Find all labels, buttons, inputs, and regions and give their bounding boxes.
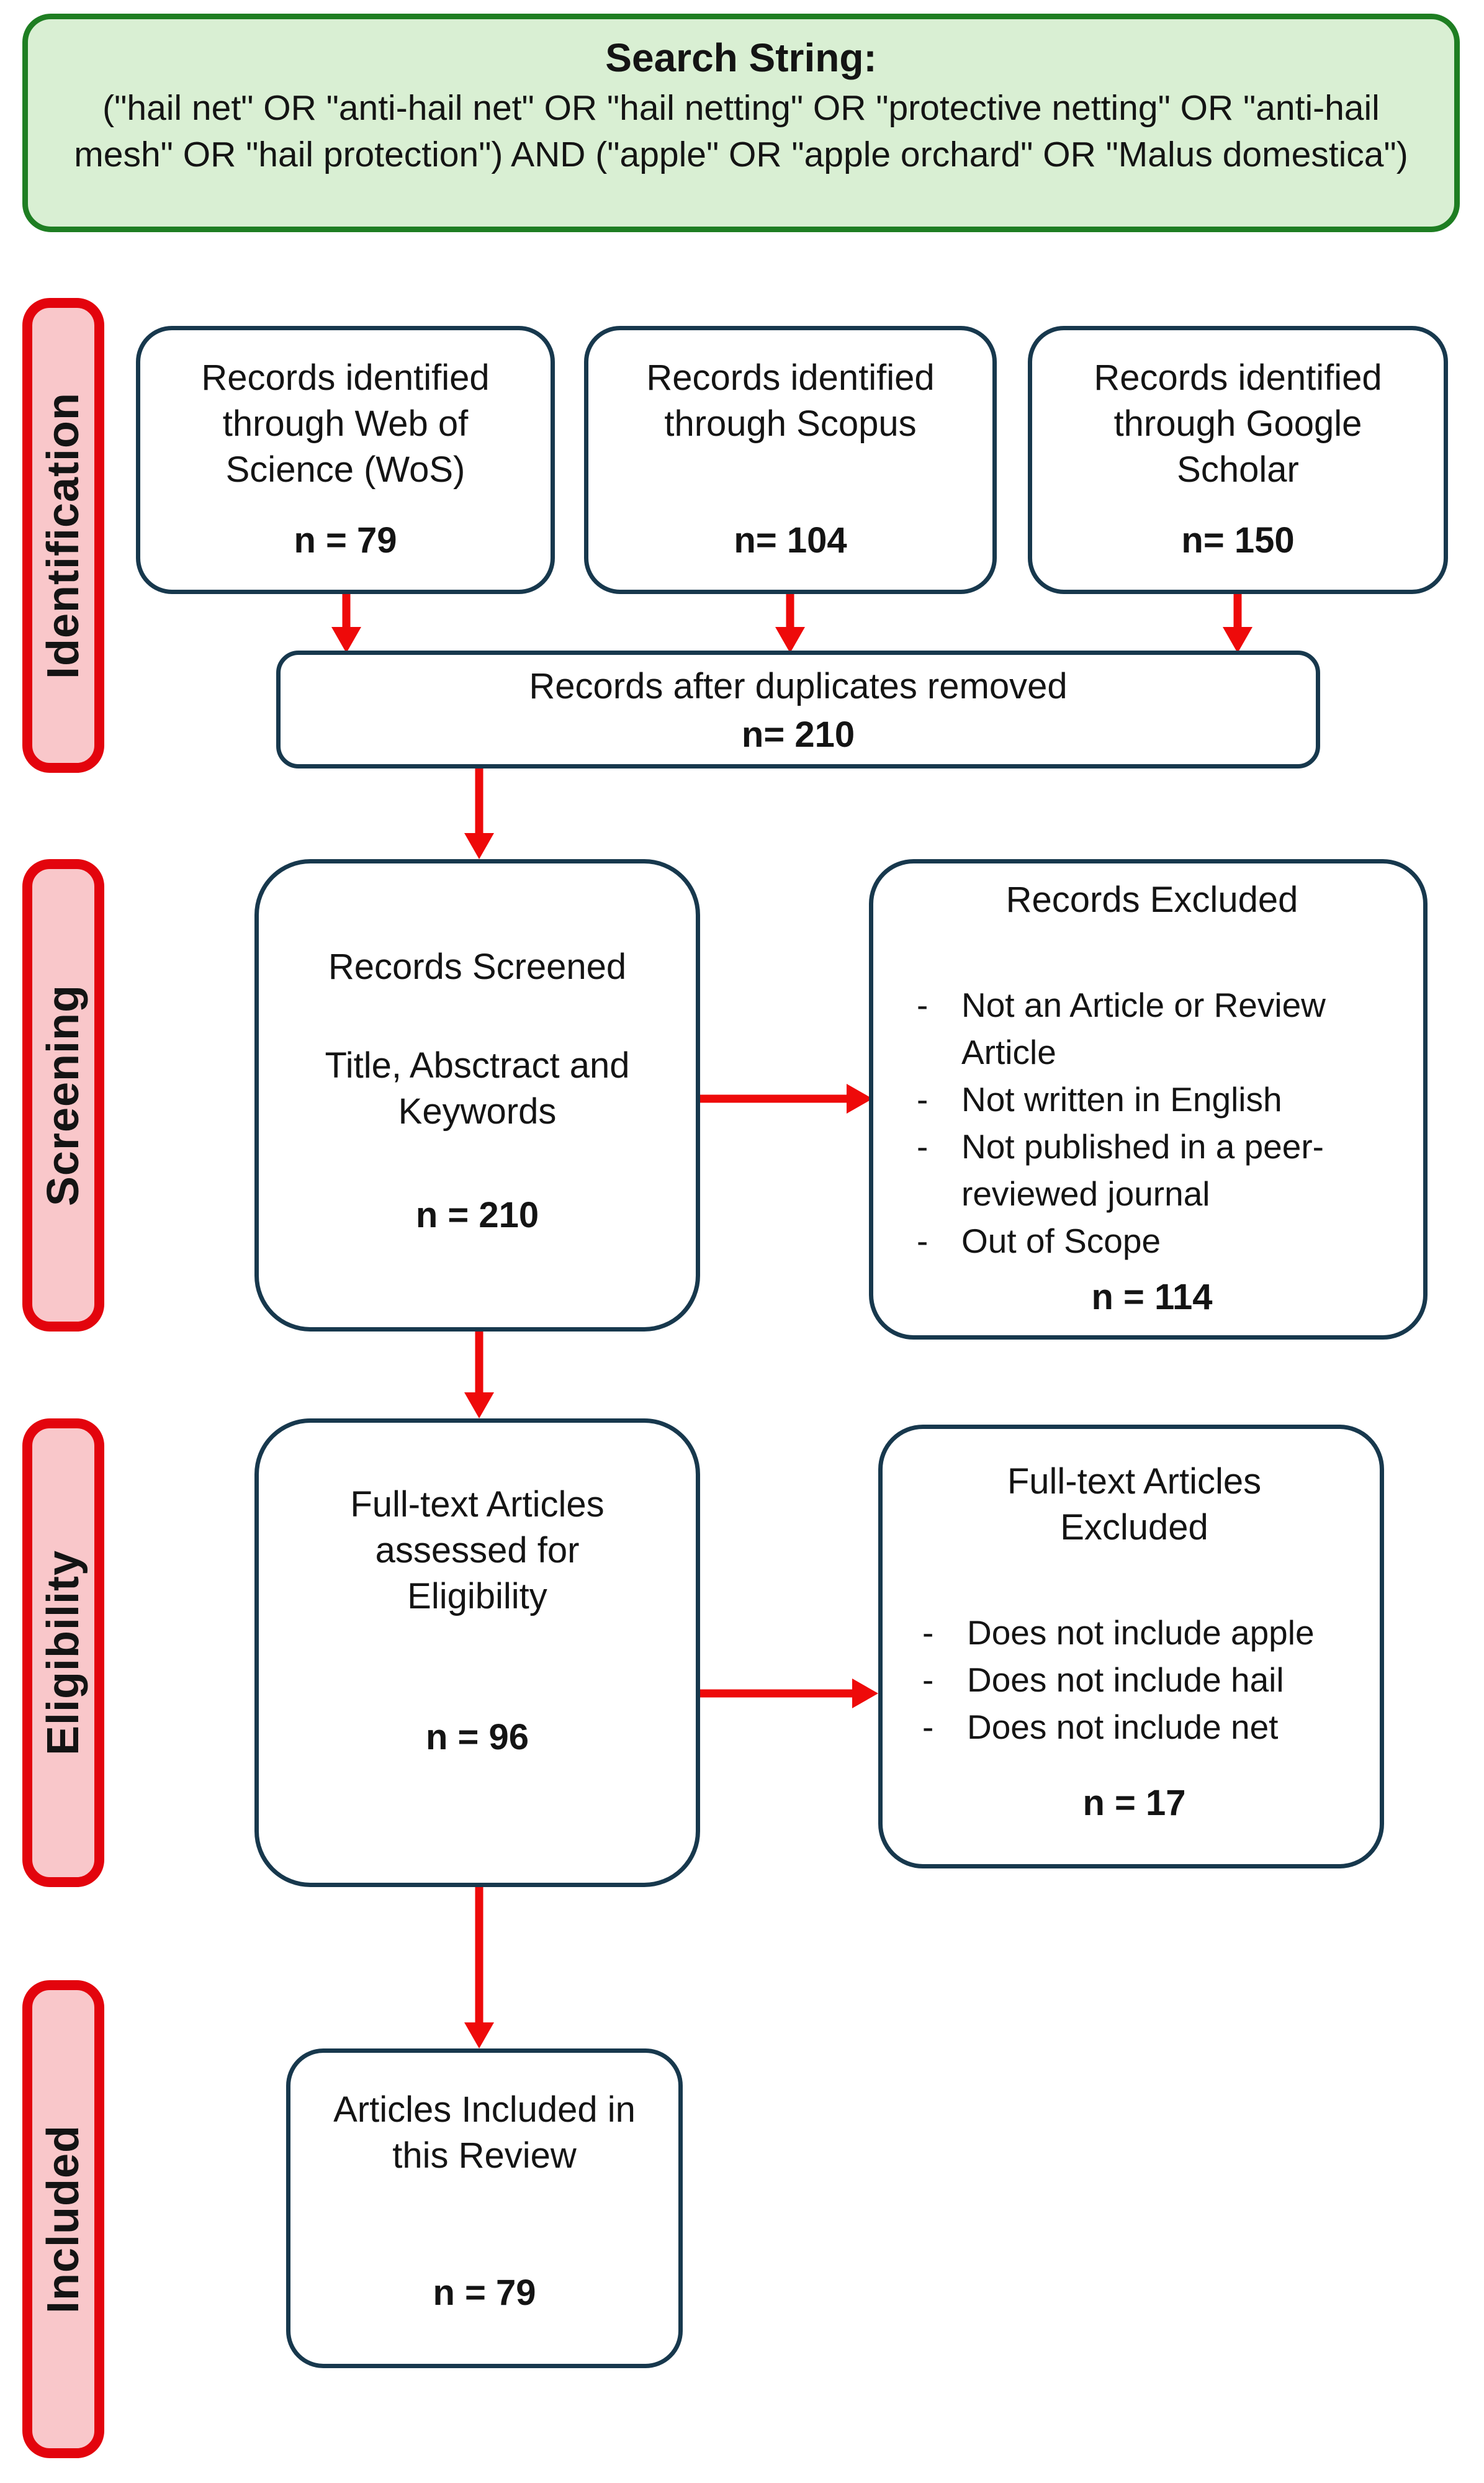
- stage-label-screening-text: Screening: [38, 984, 88, 1207]
- arrow-screened-to-fulltext: [462, 1332, 497, 1418]
- fulltext-excluded-list: Does not include apple Does not include …: [914, 1610, 1355, 1751]
- box-fulltext-assessed-text: Full-text Articles assessed for Eligibil…: [350, 1484, 605, 1617]
- arrow-head-down-icon: [775, 627, 805, 653]
- box-articles-included: Articles Included in this Review n = 79: [286, 2048, 683, 2368]
- box-duplicates-removed-n: n= 210: [741, 714, 855, 755]
- arrow-duplicates-to-screened: [462, 768, 497, 859]
- arrow-shaft: [475, 1887, 483, 2026]
- box-fulltext-assessed-n: n = 96: [425, 1716, 529, 1757]
- records-excluded-item: Not written in English: [908, 1076, 1396, 1124]
- box-records-screened-title: Records Screened: [328, 947, 627, 987]
- box-records-wos: Records identified through Web of Scienc…: [136, 326, 555, 594]
- box-articles-included-text: Articles Included in this Review: [333, 2089, 636, 2176]
- arrow-head-down-icon: [464, 1392, 494, 1418]
- arrow-fulltext-to-included: [462, 1887, 497, 2048]
- box-records-scholar-text: Records identified through Google Schola…: [1094, 358, 1382, 490]
- arrow-shaft: [342, 594, 351, 631]
- arrow-screened-to-records-excluded: [700, 1081, 873, 1116]
- stage-label-screening: Screening: [22, 859, 104, 1332]
- arrow-head-down-icon: [331, 627, 361, 653]
- records-excluded-item: Out of Scope: [908, 1218, 1396, 1265]
- box-records-excluded-n: n = 114: [1091, 1277, 1213, 1317]
- box-records-scopus-text: Records identified through Scopus: [646, 358, 935, 444]
- box-duplicates-removed-text: Records after duplicates removed: [529, 666, 1068, 707]
- box-fulltext-excluded: Full-text Articles Excluded Does not inc…: [878, 1425, 1384, 1868]
- stage-label-eligibility: Eligibility: [22, 1418, 104, 1887]
- box-records-screened: Records Screened Title, Absctract and Ke…: [254, 859, 700, 1332]
- fulltext-excluded-item: Does not include hail: [914, 1657, 1355, 1704]
- arrow-shaft: [475, 1332, 483, 1396]
- box-fulltext-assessed: Full-text Articles assessed for Eligibil…: [254, 1418, 700, 1887]
- records-excluded-list: Not an Article or Review Article Not wri…: [908, 982, 1396, 1264]
- records-excluded-item: Not an Article or Review Article: [908, 982, 1396, 1076]
- arrow-shaft: [700, 1689, 856, 1698]
- arrow-head-down-icon: [464, 833, 494, 859]
- arrow-fulltext-to-fulltext-excluded: [700, 1676, 878, 1711]
- search-string-query: ("hail net" OR "anti-hail net" OR "hail …: [74, 88, 1408, 174]
- fulltext-excluded-item: Does not include net: [914, 1704, 1355, 1751]
- stage-label-identification: Identification: [22, 298, 104, 773]
- box-records-scopus-n: n= 104: [734, 520, 847, 561]
- box-records-scholar: Records identified through Google Schola…: [1028, 326, 1448, 594]
- stage-label-included-text: Included: [38, 2124, 88, 2314]
- box-records-screened-subtitle: Title, Absctract and Keywords: [325, 1045, 630, 1132]
- box-records-scopus: Records identified through Scopus n= 104: [584, 326, 997, 594]
- box-records-excluded-title: Records Excluded: [1005, 880, 1298, 920]
- box-articles-included-n: n = 79: [433, 2273, 536, 2314]
- box-duplicates-removed: Records after duplicates removed n= 210: [276, 651, 1320, 768]
- stage-label-identification-text: Identification: [38, 392, 88, 679]
- stage-label-eligibility-text: Eligibility: [38, 1549, 88, 1756]
- arrow-shaft: [1233, 594, 1242, 631]
- arrow-head-right-icon: [852, 1679, 878, 1708]
- box-fulltext-excluded-n: n = 17: [1082, 1783, 1186, 1823]
- arrow-head-right-icon: [847, 1084, 873, 1114]
- box-records-excluded: Records Excluded Not an Article or Revie…: [869, 859, 1428, 1340]
- arrow-scholar-to-duplicates: [1220, 594, 1255, 653]
- fulltext-excluded-item: Does not include apple: [914, 1610, 1355, 1657]
- arrow-shaft: [700, 1094, 850, 1103]
- arrow-shaft: [475, 768, 483, 837]
- records-excluded-item: Not published in a peer-reviewed journal: [908, 1124, 1396, 1218]
- stage-label-included: Included: [22, 1980, 104, 2458]
- search-string-title: Search String:: [605, 35, 877, 80]
- box-records-screened-n: n = 210: [415, 1194, 539, 1235]
- box-records-wos-text: Records identified through Web of Scienc…: [201, 358, 490, 490]
- box-records-wos-n: n = 79: [294, 520, 397, 561]
- search-string-box: Search String: ("hail net" OR "anti-hail…: [22, 14, 1460, 232]
- arrow-head-down-icon: [1223, 627, 1252, 653]
- box-fulltext-excluded-title: Full-text Articles Excluded: [1007, 1461, 1262, 1548]
- arrow-wos-to-duplicates: [329, 594, 364, 653]
- arrow-scopus-to-duplicates: [773, 594, 807, 653]
- arrow-shaft: [786, 594, 794, 631]
- box-records-scholar-n: n= 150: [1181, 520, 1295, 561]
- arrow-head-down-icon: [464, 2022, 494, 2048]
